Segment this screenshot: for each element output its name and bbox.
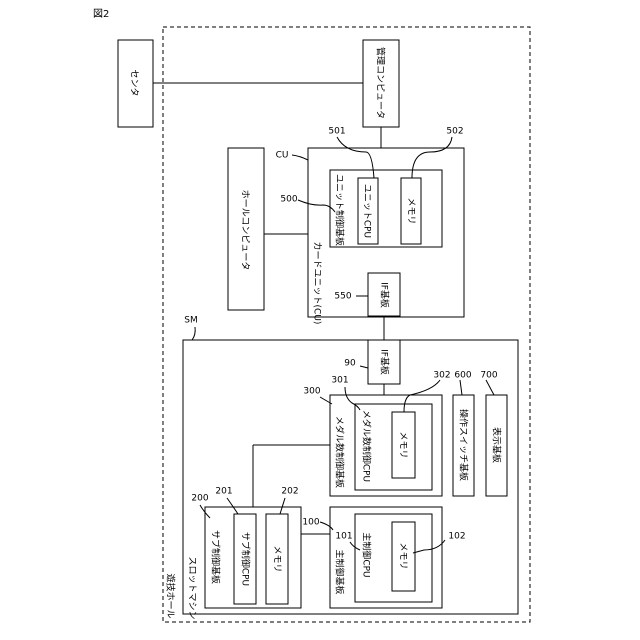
leader-102 [413,540,445,553]
display-board-label: 表示基板 [491,427,503,463]
main-memory-label: メモリ [398,542,408,569]
leader-202 [280,498,285,514]
main-ctrl-board-label: 主制御基板 [334,549,346,594]
ref-sm: SM [184,316,197,326]
unit-memory-label: メモリ [406,197,416,224]
ref-102: 102 [448,532,465,542]
sub-memory-label: メモリ [272,545,282,572]
leader-201 [227,498,238,514]
ref-202: 202 [281,487,298,497]
ref-302: 302 [433,371,450,381]
leader-501 [337,137,374,178]
leader-500 [298,200,335,212]
ref-700: 700 [480,371,497,381]
leader-301 [345,387,360,410]
main-ctrl-board-box [330,507,442,608]
ref-501: 501 [328,127,345,137]
ref-200: 200 [191,494,208,504]
leader-600 [460,380,462,395]
ref-100: 100 [302,518,319,528]
center-label: センタ [129,69,140,96]
op-switch-board-label: 操作スイッチ基板 [458,409,470,481]
sm-if-board-label: IF基板 [379,349,391,375]
medal-memory-label: メモリ [398,431,408,458]
hall-computer-label: ホールコンピュータ [240,190,251,271]
leader-cu [292,155,308,160]
leader-90 [360,366,368,368]
mgmt-computer-label: 管理コンピュータ [375,47,387,119]
card-unit-label: カードユニット(CU) [312,242,323,325]
ref-201: 201 [215,487,232,497]
figure-label: 図2 [93,8,109,20]
medal-cpu-label: メダル数制御CPU [361,410,373,482]
sub-ctrl-board-label: サブ制御基板 [210,530,222,584]
ref-600: 600 [454,371,471,381]
game-hall-label: 遊技ホール [165,573,177,618]
ref-101: 101 [335,532,352,542]
ref-300: 300 [303,387,320,397]
ref-90: 90 [344,359,356,369]
sub-cpu-label: サブ制御CPU [240,532,252,586]
unit-ctrl-board-label: ユニット制御基板 [334,174,346,246]
ref-502: 502 [446,127,463,137]
ref-550: 550 [334,292,351,302]
ref-301: 301 [331,376,348,386]
unit-ctrl-board-box [330,170,442,247]
unit-cpu-label: ユニットCPU [362,184,372,238]
leader-100 [320,522,333,530]
leader-sm [192,327,195,340]
cu-if-board-label: IF基板 [379,282,391,308]
main-cpu-label: 主制御CPU [361,532,373,577]
leader-302 [404,380,440,412]
leader-502 [412,137,452,178]
medal-ctrl-board-label: メダル数制御基板 [334,416,346,488]
leader-700 [486,380,494,395]
medal-ctrl-board-box [330,395,442,496]
ref-cu: CU [276,151,289,161]
slot-machine-label: スロットマシン [187,556,197,619]
ref-500: 500 [280,195,297,205]
